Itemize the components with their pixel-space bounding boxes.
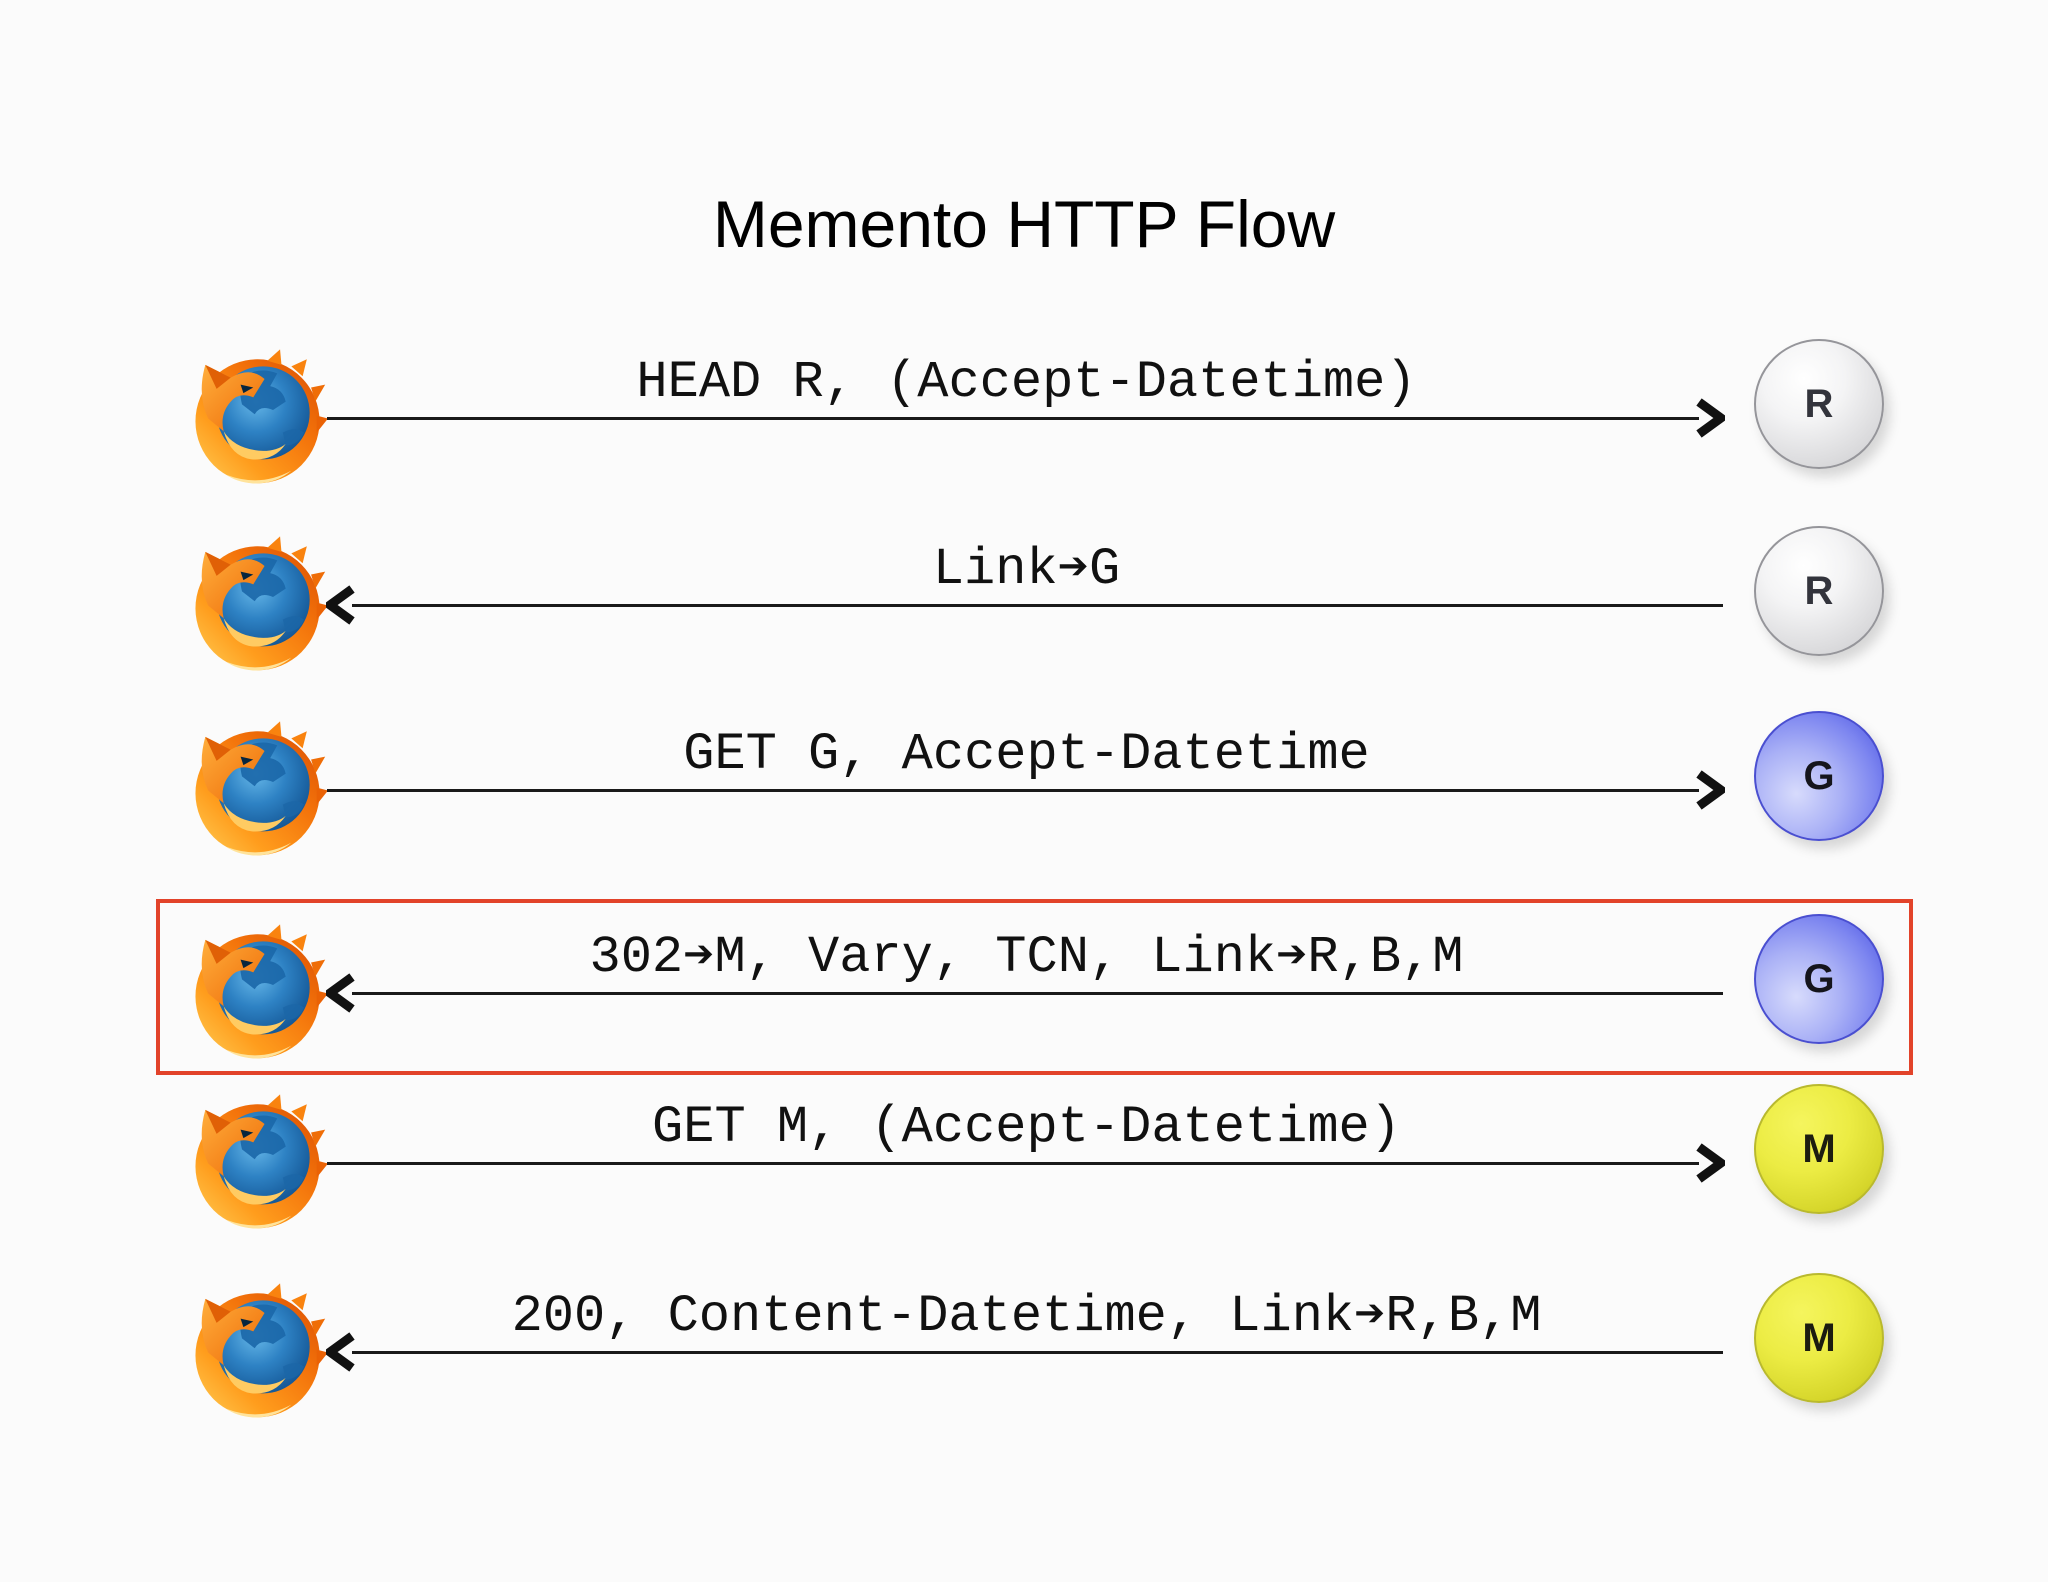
server-node-label: M xyxy=(1802,1316,1836,1360)
arrowhead-icon xyxy=(326,1332,355,1372)
server-node-label: G xyxy=(1803,754,1835,798)
server-node-m: M xyxy=(1754,1273,1884,1403)
arrowhead-icon xyxy=(326,585,355,625)
message-label: 200, Content-Datetime, Link➔R,B,M xyxy=(511,1287,1542,1346)
firefox-icon xyxy=(187,1093,328,1234)
firefox-icon xyxy=(187,535,328,676)
arrow-line xyxy=(327,417,1699,420)
server-node-r: R xyxy=(1754,339,1884,469)
firefox-icon xyxy=(187,348,328,489)
arrow-line xyxy=(327,789,1699,792)
arrowhead-icon xyxy=(1696,770,1725,810)
server-node-m: M xyxy=(1754,1084,1884,1214)
message-label: GET G, Accept-Datetime xyxy=(683,725,1370,784)
arrowhead-icon xyxy=(1696,1143,1725,1183)
message-label: GET M, (Accept-Datetime) xyxy=(652,1098,1401,1157)
arrowhead-icon xyxy=(1696,398,1725,438)
firefox-icon xyxy=(187,1282,328,1423)
server-node-label: R xyxy=(1804,569,1834,613)
message-label: Link➔G xyxy=(932,540,1121,599)
highlight-box xyxy=(156,899,1913,1075)
arrow-line xyxy=(352,604,1723,607)
diagram-title: Memento HTTP Flow xyxy=(712,187,1336,261)
server-node-g: G xyxy=(1754,711,1884,841)
server-node-label: M xyxy=(1802,1127,1836,1171)
server-node-label: R xyxy=(1804,382,1834,426)
server-node-r: R xyxy=(1754,526,1884,656)
arrow-line xyxy=(327,1162,1699,1165)
firefox-icon xyxy=(187,720,328,861)
arrow-line xyxy=(352,1351,1723,1354)
message-label: HEAD R, (Accept-Datetime) xyxy=(636,353,1417,412)
